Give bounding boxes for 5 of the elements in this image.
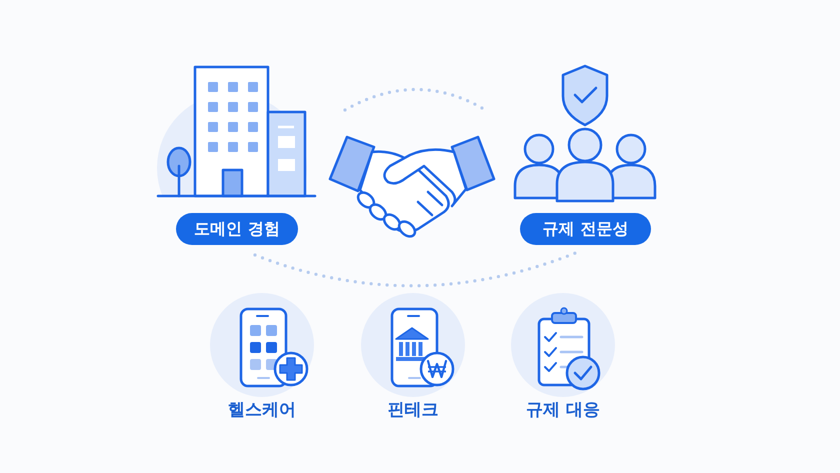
node-label: 규제 대응 [526,399,600,421]
node-label: 핀테크 [388,399,438,421]
pill-label: 도메인 경험 [176,213,298,245]
pill-label: 규제 전문성 [520,213,651,245]
node-label: 헬스케어 [228,399,296,421]
